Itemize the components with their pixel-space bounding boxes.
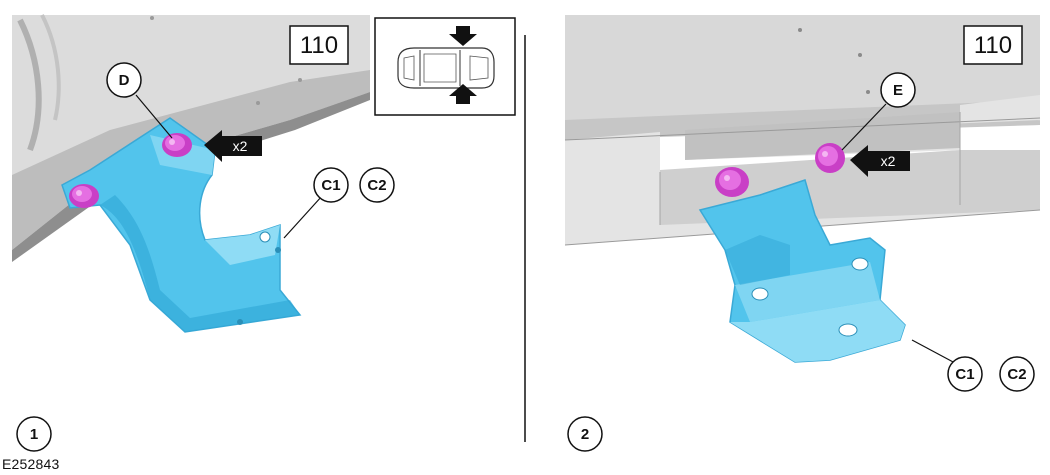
view-indicator: [374, 17, 516, 116]
model-label-1: 110: [300, 32, 338, 59]
callout-c1-panel-2: C1: [947, 356, 983, 392]
callout-d-label: D: [119, 72, 130, 89]
callout-c2-label-2: C2: [1007, 366, 1026, 383]
model-label-box-2: 110: [963, 25, 1023, 65]
chassis-section: [12, 14, 370, 262]
callout-c2-panel-2: C2: [999, 356, 1035, 392]
quantity-label-1: x2: [233, 138, 248, 154]
callout-e-label: E: [893, 82, 903, 99]
callout-c2-panel-1: C2: [359, 167, 395, 203]
callout-c1-panel-1: C1: [313, 167, 349, 203]
bolt-d-lower: [69, 184, 99, 208]
mounting-bracket-2: [698, 179, 906, 363]
callout-c1-label-1: C1: [321, 177, 340, 194]
step-number-1: 1: [16, 416, 52, 452]
step-number-2-label: 2: [581, 426, 589, 443]
quantity-arrow-2: x2: [850, 145, 910, 177]
callout-e: E: [880, 72, 916, 108]
callout-c2-label-1: C2: [367, 177, 386, 194]
pinch-arrows-icon: [449, 26, 477, 104]
model-label-2: 110: [974, 32, 1012, 59]
figure-reference-id: E252843: [2, 456, 60, 472]
callout-d: D: [106, 62, 142, 98]
callout-c1-label-2: C1: [955, 366, 974, 383]
quantity-arrow-1: x2: [204, 130, 262, 162]
bolt-d-upper: [162, 133, 192, 157]
bolt-e-left: [715, 167, 749, 197]
bolt-e-right: [815, 143, 845, 173]
vehicle-top-view-icon: [397, 47, 495, 89]
quantity-label-2: x2: [881, 153, 896, 169]
panel-2: 110 E x2 C1 C2 2: [564, 15, 1041, 452]
panel-1: 110 D x2 C1 C2 1: [12, 14, 395, 452]
step-number-2: 2: [567, 416, 603, 452]
model-label-box-1: 110: [289, 25, 349, 65]
step-number-1-label: 1: [30, 426, 38, 443]
